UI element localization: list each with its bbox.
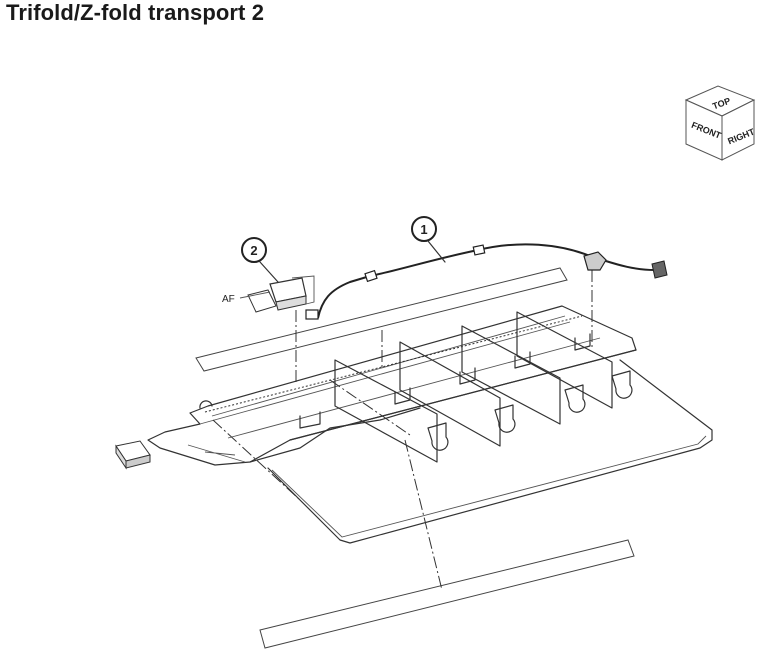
leader-lines <box>212 270 593 591</box>
callout-2: 2 <box>241 237 279 283</box>
lower-cover-strip <box>259 539 635 649</box>
paper-path-outline <box>267 359 713 544</box>
transport-frame <box>147 305 637 466</box>
wire-harness <box>305 243 668 320</box>
upper-cover-strip <box>195 267 568 372</box>
af-label: AF <box>222 294 235 305</box>
page-title: Trifold/Z-fold transport 2 <box>6 0 265 25</box>
fold-guides <box>334 311 613 463</box>
callout-2-number: 2 <box>250 243 257 258</box>
orientation-cube-icon: TOP FRONT RIGHT <box>684 85 756 161</box>
small-block <box>115 440 151 470</box>
sensor-bracket <box>239 275 315 313</box>
callout-1-number: 1 <box>420 222 427 237</box>
callout-1: 1 <box>411 216 446 263</box>
roller-clips <box>427 370 633 451</box>
